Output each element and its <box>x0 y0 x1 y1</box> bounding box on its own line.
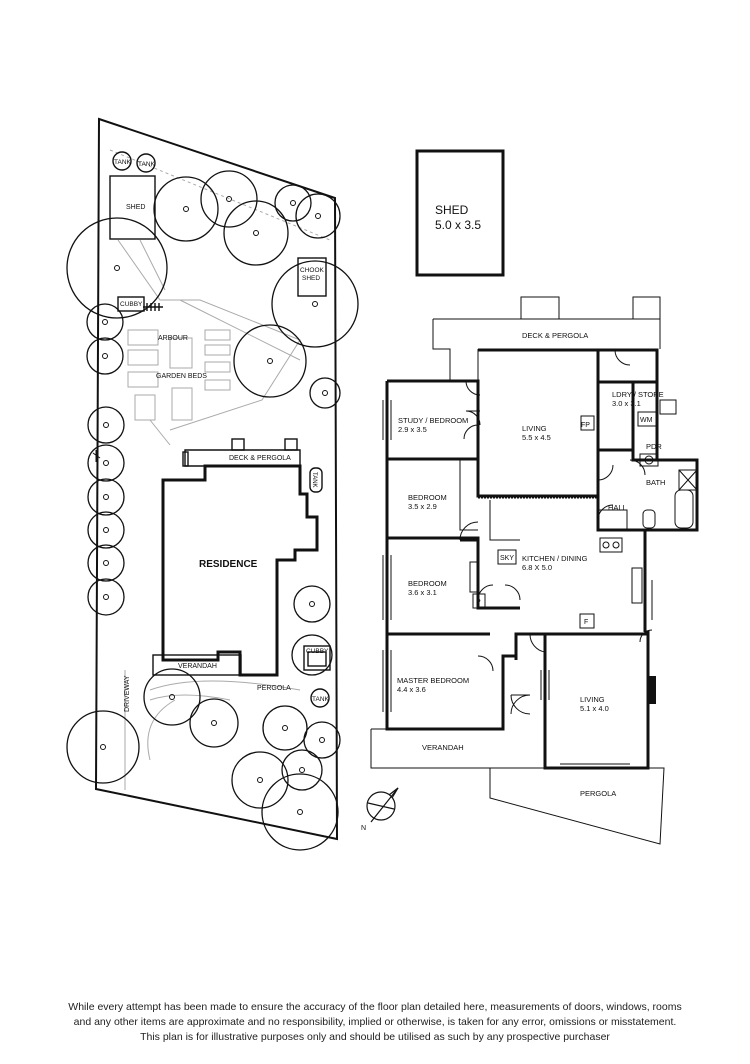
label-bath: BATH <box>646 478 665 487</box>
label-bedroom3-dims: 3.6 x 3.1 <box>408 588 437 597</box>
label-study-name: STUDY / BEDROOM <box>398 416 468 425</box>
label-deck-pergola: DECK & PERGOLA <box>522 331 588 340</box>
label-site-verandah: VERANDAH <box>178 663 217 670</box>
label-fp: FP <box>581 422 590 429</box>
garden-paths <box>109 149 331 790</box>
details <box>382 349 698 769</box>
floor-labels: DECK & PERGOLA STUDY / BEDROOM 2.9 x 3.5… <box>361 331 665 832</box>
shed-plan: SHED 5.0 x 3.5 <box>415 149 505 277</box>
site-verandah <box>152 654 242 676</box>
disclaimer: While every attempt has been made to ens… <box>0 1000 750 1045</box>
site-tank-side <box>309 467 323 493</box>
label-master-dims: 4.4 x 3.6 <box>397 685 426 694</box>
label-chook-2: SHED <box>302 275 320 282</box>
label-site-shed: SHED <box>126 204 145 211</box>
label-hall: HALL <box>608 503 627 512</box>
property-boundary <box>94 117 339 841</box>
shed-outline <box>415 149 505 277</box>
site-cubby-bottom <box>303 645 331 671</box>
label-cubby-top: CUBBY <box>120 301 143 308</box>
site-tank-bottom <box>310 688 330 708</box>
verandah-outline <box>370 728 545 769</box>
label-tank-1: TANK <box>114 159 132 166</box>
pergola-outline <box>489 767 665 845</box>
residence-outline <box>161 464 319 677</box>
deck-pergola <box>432 296 661 381</box>
label-kitchen-dims: 6.8 X 5.0 <box>522 563 552 572</box>
label-driveway: DRIVEWAY <box>124 675 131 712</box>
label-north: N <box>361 825 366 832</box>
label-f: F <box>584 619 588 626</box>
label-bedroom3-name: BEDROOM <box>408 579 447 588</box>
tree-centres <box>100 196 328 815</box>
label-pdr: PDR <box>646 442 662 451</box>
label-garden-beds: GARDEN BEDS <box>156 373 207 380</box>
label-living-bottom-dims: 5.1 x 4.0 <box>580 704 609 713</box>
site-shed <box>109 175 156 240</box>
label-residence: RESIDENCE <box>199 559 258 570</box>
label-bedroom2-dims: 3.5 x 2.9 <box>408 502 437 511</box>
label-bedroom2-name: BEDROOM <box>408 493 447 502</box>
site-chook-shed <box>297 257 327 297</box>
compass-icon <box>366 787 399 823</box>
label-tank-bottom: TANK <box>312 696 330 703</box>
label-living-top-dims: 5.5 x 4.5 <box>522 433 551 442</box>
disclaimer-line-2: and any other items are approximate and … <box>73 1016 677 1028</box>
fireplace-block <box>648 676 656 704</box>
site-tank-2 <box>136 153 156 173</box>
disclaimer-line-3: This plan is for illustrative purposes o… <box>140 1031 610 1043</box>
label-arbour: ARBOUR <box>158 335 188 342</box>
site-cubby-top <box>117 296 145 312</box>
label-wm: WM <box>640 417 653 424</box>
label-living-bottom-name: LIVING <box>580 695 605 704</box>
floor-plan <box>366 296 699 845</box>
label-kitchen-name: KITCHEN / DINING <box>522 554 588 563</box>
site-labels: TANK TANK SHED CHOOK SHED CUBBY ARBOUR G… <box>114 159 330 712</box>
label-living-top-name: LIVING <box>522 424 547 433</box>
label-pergola: PERGOLA <box>580 789 616 798</box>
floor-plan-drawing: TANK TANK SHED CHOOK SHED CUBBY ARBOUR G… <box>66 117 699 851</box>
walls <box>385 348 699 770</box>
shed-dims: 5.0 x 3.5 <box>435 218 481 232</box>
site-plan <box>66 117 359 851</box>
label-site-deck: DECK & PERGOLA <box>229 455 291 462</box>
label-tank-2: TANK <box>138 161 156 168</box>
label-master-name: MASTER BEDROOM <box>397 676 469 685</box>
label-verandah: VERANDAH <box>422 743 464 752</box>
label-laundry-name: LDRY / STORE <box>612 390 664 399</box>
label-sky: SKY <box>500 555 514 562</box>
label-chook-1: CHOOK <box>300 267 325 274</box>
label-cubby-bottom: CUBBY <box>306 648 329 655</box>
trees <box>66 170 359 851</box>
label-study-dims: 2.9 x 3.5 <box>398 425 427 434</box>
label-site-pergola: PERGOLA <box>257 685 291 692</box>
site-tank-1 <box>112 151 132 171</box>
label-laundry-dims: 3.0 x 3.1 <box>612 399 641 408</box>
shed-title: SHED <box>435 203 469 217</box>
disclaimer-line-1: While every attempt has been made to ens… <box>68 1001 682 1013</box>
label-tank-side: TANK <box>311 472 317 488</box>
label-p: P <box>476 599 481 606</box>
